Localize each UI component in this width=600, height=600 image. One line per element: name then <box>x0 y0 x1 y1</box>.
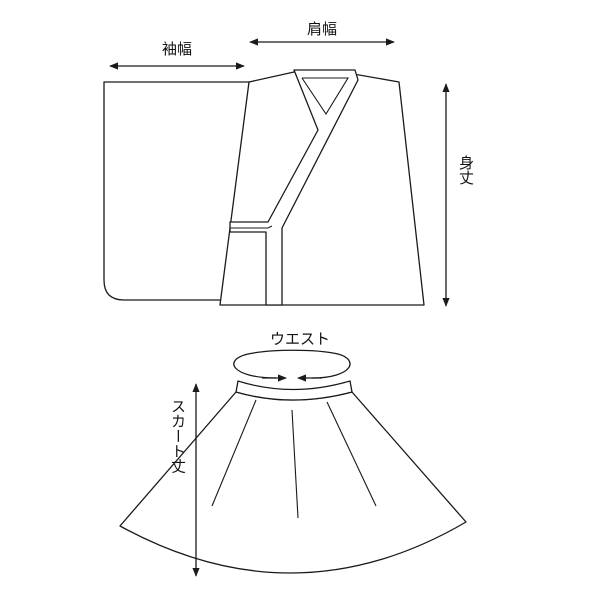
skirt-illustration <box>119 380 467 574</box>
shoulder-width-label: 肩幅 <box>307 20 337 38</box>
skirt-pleat-line <box>326 401 377 507</box>
body-length-label: 身丈 <box>457 155 475 185</box>
skirt-length-label: スカート丈 <box>169 399 187 474</box>
waist-label: ウエスト <box>270 330 330 348</box>
jacket-collar <box>229 69 359 306</box>
skirt-pleat-line <box>291 409 299 519</box>
skirt-pleat-line <box>211 399 257 507</box>
jacket-illustration <box>103 69 425 306</box>
jacket-sleeve <box>103 81 251 301</box>
jacket-collar-inner <box>301 77 349 116</box>
sleeve-width-label: 袖幅 <box>162 40 192 58</box>
jacket-underlap-line <box>230 225 273 229</box>
waist-measure-indicator <box>233 349 351 382</box>
skirt-waistband <box>235 380 353 401</box>
